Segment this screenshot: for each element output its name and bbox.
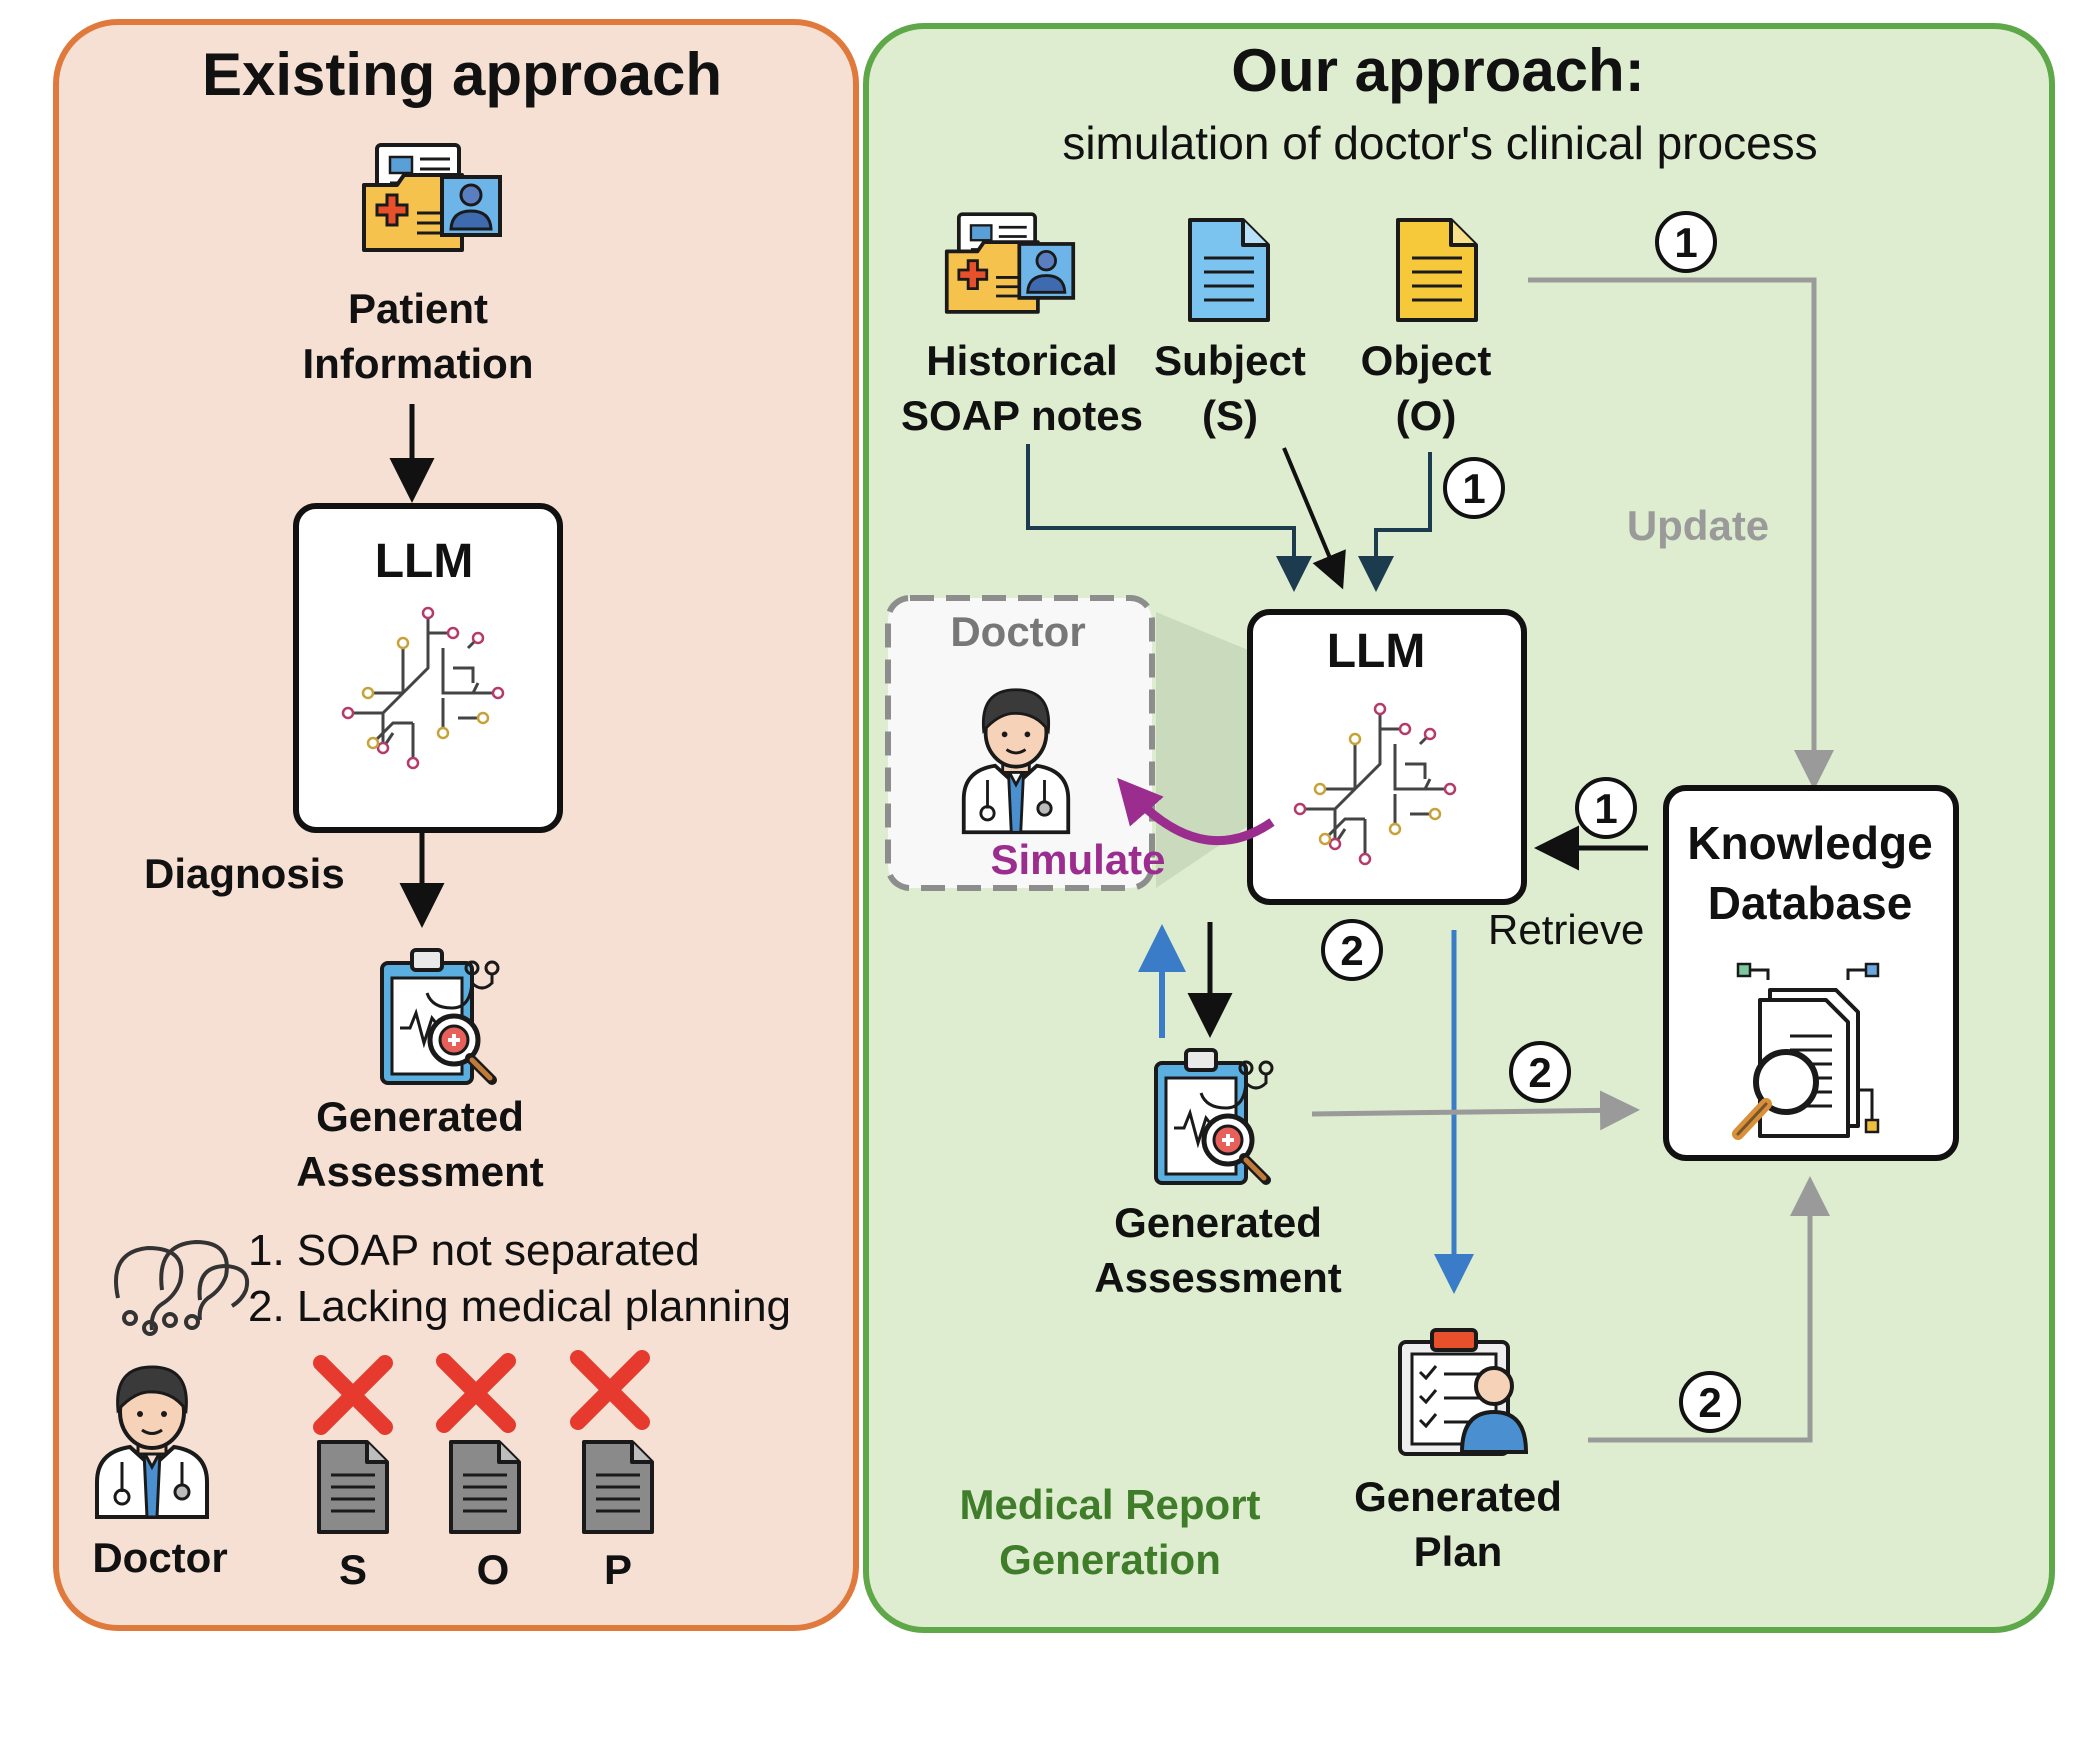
generated-assessment-right-line-2: Assessment xyxy=(1094,1253,1342,1301)
patient-information-line-2: Information xyxy=(302,339,534,387)
llm-box-right xyxy=(1247,609,1527,905)
object-line-1: Object xyxy=(1360,337,1492,384)
object-arrow xyxy=(1358,452,1432,592)
medical-report-line-2: Generation xyxy=(999,1535,1221,1583)
historical-soap-notes-label: Historical SOAP notes xyxy=(901,334,1143,443)
generated-plan-line-2: Plan xyxy=(1413,1527,1503,1575)
update-label: Update xyxy=(1626,502,1770,549)
document-icon-o xyxy=(449,1440,521,1534)
generated-plan-line-1: Generated xyxy=(1354,1473,1562,1520)
step-2-badge-llm xyxy=(1321,919,1383,981)
doctor-label-left: Doctor xyxy=(92,1534,228,1581)
generated-assessment-left-line-2: Assessment xyxy=(296,1147,544,1195)
generated-assessment-label-left: Generated Assessment xyxy=(296,1090,543,1199)
document-icon-p xyxy=(582,1440,654,1534)
step-1-badge-update xyxy=(1655,211,1717,273)
historical-arrow xyxy=(1026,444,1312,592)
plan-clipboard-icon xyxy=(1398,1328,1529,1456)
patient-information-label: Patient Information xyxy=(303,282,534,391)
confused-icon xyxy=(114,1239,249,1336)
issue-2: 2. Lacking medical planning xyxy=(248,1282,792,1331)
subject-arrow xyxy=(1282,447,1346,590)
retrieve-label: Retrieve xyxy=(1488,906,1645,953)
document-icon-s xyxy=(317,1440,389,1534)
medical-report-generation-label: Medical Report Generation xyxy=(959,1478,1260,1587)
subject-document-icon xyxy=(1188,218,1270,322)
knowledge-database-box xyxy=(1663,785,1959,1161)
our-approach-subtitle: simulation of doctor's clinical process xyxy=(1062,117,1818,169)
assessment-to-db-arrow xyxy=(1311,1090,1640,1131)
soap-letter-o: O xyxy=(476,1546,510,1593)
object-line-2: (O) xyxy=(1395,391,1457,439)
simulate-label: Simulate xyxy=(990,836,1166,883)
historical-line-1: Historical xyxy=(926,337,1118,384)
knowledge-database-line-1: Knowledge xyxy=(1687,817,1933,869)
issue-1: 1. SOAP not separated xyxy=(248,1226,700,1275)
object-label: Object (O) xyxy=(1361,334,1492,443)
step-1-badge-retrieve xyxy=(1575,777,1637,839)
update-arrow xyxy=(1528,277,1834,790)
existing-approach-title: Existing approach xyxy=(201,41,723,108)
llm-label-right: LLM xyxy=(1326,625,1426,678)
our-approach-title: Our approach: xyxy=(1231,37,1645,104)
soap-letter-s: S xyxy=(338,1546,368,1593)
knowledge-database-label: Knowledge Database xyxy=(1687,814,1932,934)
object-document-icon xyxy=(1396,218,1478,322)
llm-label-left: LLM xyxy=(374,535,474,588)
medical-report-line-1: Medical Report xyxy=(959,1481,1261,1528)
projection-cone xyxy=(1156,612,1248,888)
patient-information-line-1: Patient xyxy=(347,285,489,332)
subject-label: Subject (S) xyxy=(1154,334,1306,443)
simulate-arrow xyxy=(1117,777,1275,846)
subject-line-1: Subject xyxy=(1154,337,1306,384)
subject-line-2: (S) xyxy=(1201,391,1258,439)
generated-assessment-left-line-1: Generated xyxy=(316,1093,524,1140)
step-2-badge-plan xyxy=(1679,1371,1741,1433)
soap-letter-p: P xyxy=(603,1546,633,1593)
plan-to-db-arrow xyxy=(1588,1176,1830,1443)
generated-plan-label: Generated Plan xyxy=(1354,1470,1562,1579)
step-1-badge-object xyxy=(1443,457,1505,519)
generated-assessment-label-right: Generated Assessment xyxy=(1094,1196,1341,1305)
historical-line-2: SOAP notes xyxy=(901,391,1143,439)
database-search-icon xyxy=(1732,962,1880,1140)
knowledge-database-line-2: Database xyxy=(1707,876,1913,929)
diagnosis-label: Diagnosis xyxy=(144,850,345,897)
generated-assessment-right-line-1: Generated xyxy=(1114,1199,1322,1246)
step-2-badge-assessment xyxy=(1509,1041,1571,1103)
doctor-label-right: Doctor xyxy=(950,608,1086,655)
